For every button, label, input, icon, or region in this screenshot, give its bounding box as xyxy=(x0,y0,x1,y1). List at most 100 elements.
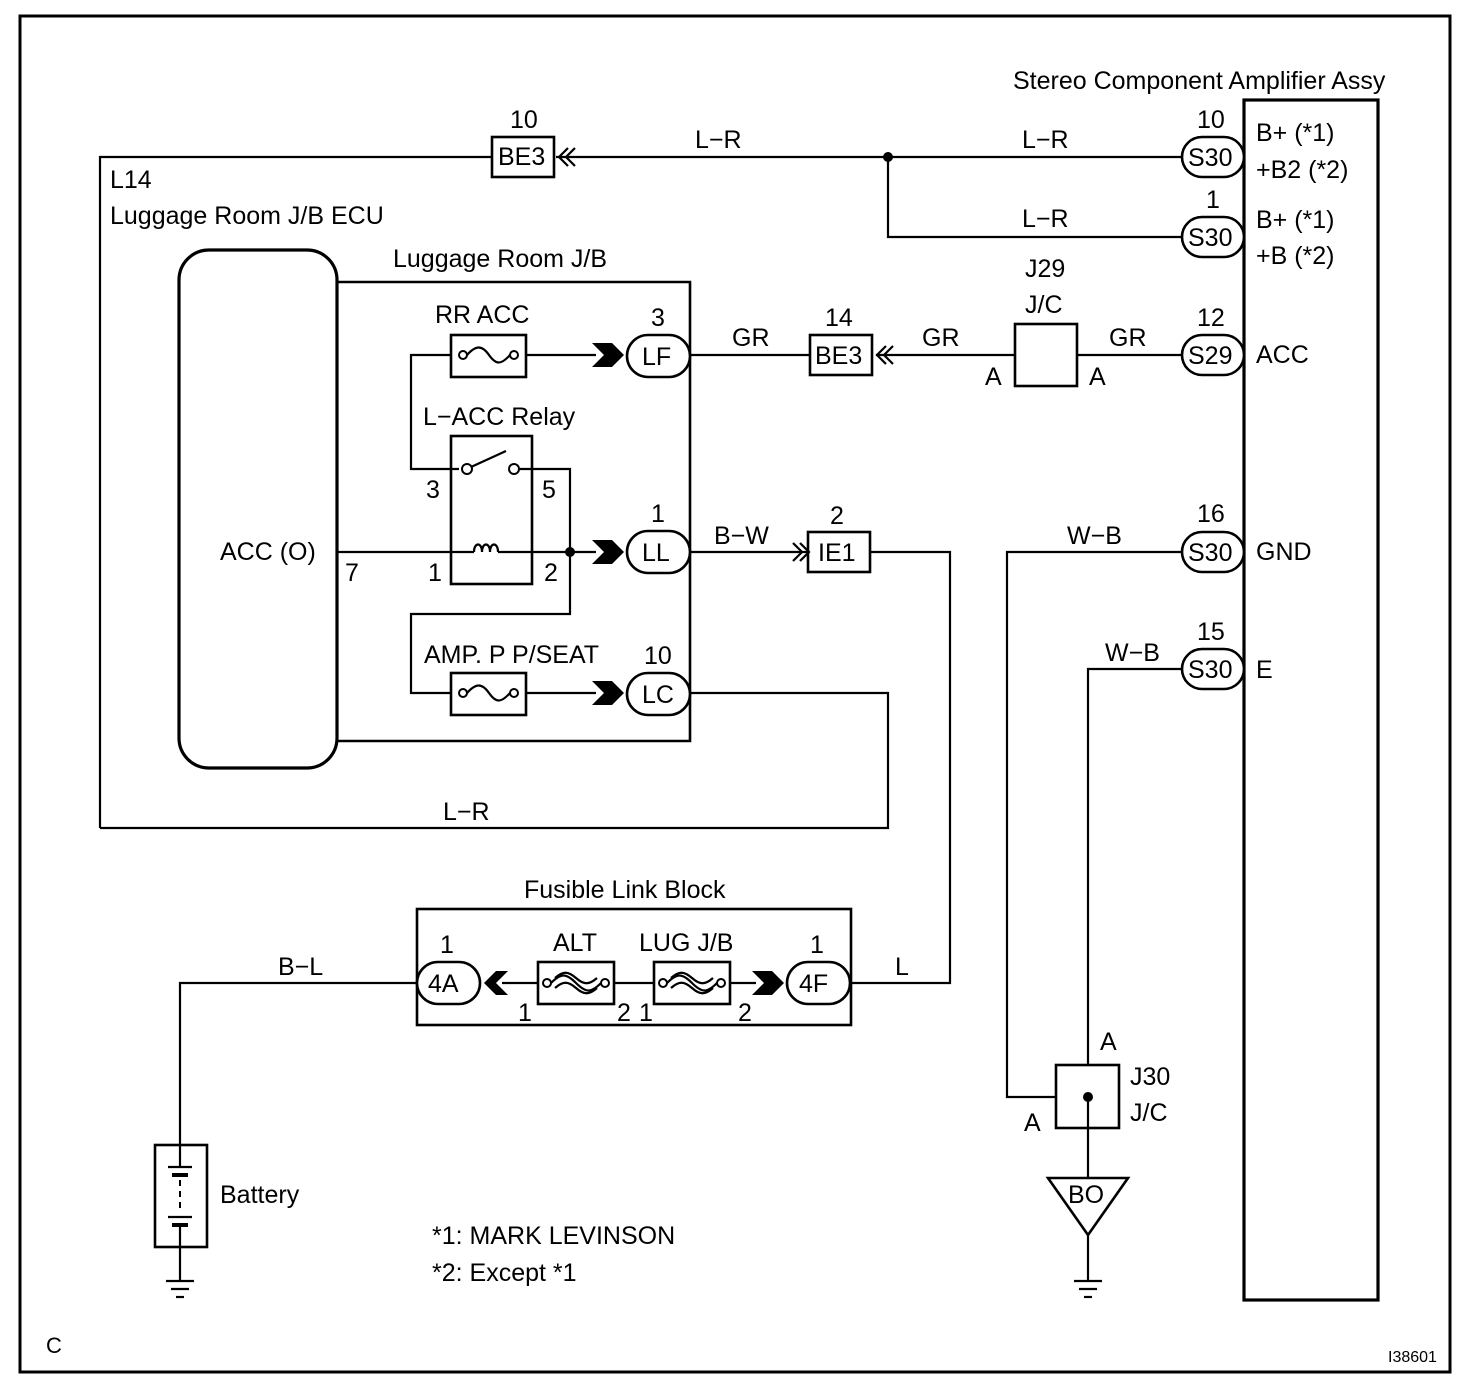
fuse-terminal xyxy=(458,350,468,360)
fuse-element xyxy=(550,974,602,992)
fusible-pin: 2 xyxy=(738,999,752,1027)
ground-circuit: W−B W−B A A J30 J/C BO xyxy=(1005,522,1182,1299)
fuse-element xyxy=(466,346,511,364)
amp-connector-code: S30 xyxy=(1188,539,1232,567)
wire-color-label: L−R xyxy=(1022,205,1069,233)
junction-connector-code: J30 xyxy=(1130,1063,1170,1091)
battery-group: B−L Battery xyxy=(153,953,417,1299)
inline-connector-number: 10 xyxy=(510,106,538,134)
fusible-pin: 1 xyxy=(518,999,532,1027)
lc-return-wire xyxy=(100,691,890,830)
jb-connector-shell xyxy=(625,671,692,717)
wire-color-label: GR xyxy=(732,324,770,352)
relay-pin: 5 xyxy=(542,476,556,504)
ecu-name: Luggage Room J/B ECU xyxy=(110,202,384,230)
fuse-terminal xyxy=(658,978,668,988)
jb-outline xyxy=(337,280,692,743)
page-corner-letter: C xyxy=(46,1333,62,1358)
amp-connector-code: S30 xyxy=(1188,144,1232,172)
relay-coil xyxy=(472,543,500,553)
footnote: *1: MARK LEVINSON xyxy=(432,1222,675,1250)
inline-connector-number: 2 xyxy=(830,502,844,530)
amp-pin-label: B+ (*1) xyxy=(1256,119,1335,147)
luggage-room-jb: Luggage Room J/B RR ACC 3 LF L−ACC Relay… xyxy=(337,245,692,743)
fusible-connector-number: 1 xyxy=(810,931,824,959)
relay-pin: 1 xyxy=(428,559,442,587)
female-terminal-icon xyxy=(592,540,624,564)
fusible-link-label: LUG J/B xyxy=(639,929,733,957)
junction-pin: A xyxy=(1089,363,1106,391)
fusible-block-outline xyxy=(415,907,853,1027)
fusible-connector-code: 4A xyxy=(428,970,459,998)
footnote: *2: Except *1 xyxy=(432,1259,577,1287)
amplifier-assy: Stereo Component Amplifier Assy 10 S30 B… xyxy=(1013,67,1386,1302)
jb-connector-code: LC xyxy=(642,681,674,709)
fusible-connector-shell xyxy=(785,960,852,1006)
junction-pin: A xyxy=(985,363,1002,391)
male-terminal-chevron xyxy=(564,147,576,167)
amp-pin-number: 15 xyxy=(1197,618,1225,646)
fuse-terminal xyxy=(542,978,552,988)
fusible-link-block: Fusible Link Block 1 4A ALT LUG J/B 1 4F… xyxy=(415,876,853,1027)
junction-pin: A xyxy=(1024,1109,1041,1137)
inline-connector-code: BE3 xyxy=(498,143,545,171)
luggage-room-ecu: L14 Luggage Room J/B ECU L−R ACC (O) 7 xyxy=(100,166,890,830)
connector-be3-top: 10 BE3 xyxy=(490,106,576,179)
amplifier-title: Stereo Component Amplifier Assy xyxy=(1013,67,1386,95)
wire-color-label: GR xyxy=(1109,324,1147,352)
female-terminal-icon xyxy=(484,971,508,995)
wire-color-label: W−B xyxy=(1105,639,1160,667)
inline-connector-number: 14 xyxy=(825,304,853,332)
amplifier-body xyxy=(1242,98,1380,1302)
amp-pin-label: B+ (*1) xyxy=(1256,206,1335,234)
wire-l-r-branch xyxy=(886,157,1182,239)
fusible-connector-number: 1 xyxy=(440,931,454,959)
fuse-element xyxy=(666,974,718,992)
relay-contact xyxy=(508,463,520,475)
ground-point-label: BO xyxy=(1068,1181,1104,1209)
female-terminal-icon xyxy=(592,343,624,367)
fusible-pin: 2 xyxy=(617,999,631,1027)
l-acc-relay xyxy=(449,434,534,586)
wire-color-label: B−L xyxy=(278,953,323,981)
jb-internal-wire xyxy=(519,467,572,552)
fuse-terminal xyxy=(509,688,519,698)
amp-pin-number: 1 xyxy=(1206,186,1220,214)
jb-connector-number: 1 xyxy=(651,500,665,528)
inline-connector-box xyxy=(490,135,556,179)
battery-feed-lines: L−R L−R L−R xyxy=(98,126,1182,828)
fuse-label: RR ACC xyxy=(435,301,529,329)
wire-color-label: W−B xyxy=(1067,522,1122,550)
relay-pin: 3 xyxy=(426,476,440,504)
jb-connector-code: LF xyxy=(642,343,671,371)
junction-connector-type: J/C xyxy=(1025,291,1063,319)
wire-color-label: L xyxy=(895,953,909,981)
inline-connector-code: BE3 xyxy=(815,342,862,370)
fusible-block-name: Fusible Link Block xyxy=(524,876,726,904)
junction-connector-type: J/C xyxy=(1130,1099,1168,1127)
ecu-code: L14 xyxy=(110,166,152,194)
junction-connector-code: J29 xyxy=(1025,255,1065,283)
fuse-element xyxy=(554,981,598,995)
wire-color-label: GR xyxy=(922,324,960,352)
amp-pin-label: E xyxy=(1256,656,1273,684)
fuse-element xyxy=(670,981,714,995)
wire-color-label: L−R xyxy=(1022,126,1069,154)
relay-contact xyxy=(461,463,473,475)
fuse-terminal xyxy=(458,688,468,698)
fuse-element xyxy=(554,971,598,985)
junction-connector-j29 xyxy=(1013,322,1079,388)
fusible-link-label: ALT xyxy=(553,929,597,957)
fuse-terminal xyxy=(509,350,519,360)
male-terminal-chevron xyxy=(557,147,569,167)
fuse-element xyxy=(670,971,714,985)
amp-pin-label: +B (*2) xyxy=(1256,242,1335,270)
relay-switch-arm xyxy=(470,449,507,469)
relay-pin: 2 xyxy=(544,559,558,587)
ecu-module-pin: ACC (O) xyxy=(220,538,316,566)
junction-pin: A xyxy=(1100,1028,1117,1056)
inline-connector-code: IE1 xyxy=(818,539,856,567)
jb-internal-wire xyxy=(409,552,572,695)
amp-connector-code: S30 xyxy=(1188,656,1232,684)
